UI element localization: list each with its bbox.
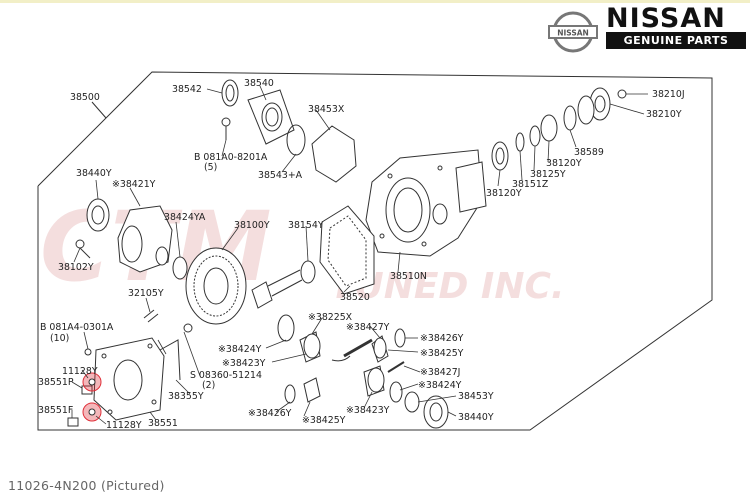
part-pinion-38100y: [251, 269, 303, 309]
label-38426y: ※38426Y: [420, 333, 464, 344]
label-38210j: 38210J: [652, 89, 685, 100]
label-38424y-c: ※38424Y: [418, 380, 462, 391]
part-bearing-38440y: [86, 198, 110, 232]
label-38154y: 38154Y: [288, 220, 324, 231]
part-seal-38542: [221, 79, 239, 107]
part-spacer-38151z: [515, 132, 525, 152]
label-38427j: ※38427J: [420, 367, 460, 378]
part-caption: 11026-4N200 (Pictured): [8, 478, 165, 493]
part-rear-cover-38551: [93, 337, 165, 421]
label-38453x: 38453X: [308, 104, 345, 115]
part-stud-32105y: [143, 309, 159, 323]
label-32105y: 32105Y: [128, 288, 164, 299]
part-bolt-08360: [183, 323, 193, 333]
part-gear-38423y-b: [363, 365, 385, 397]
label-081a4-qty: (10): [50, 333, 69, 344]
label-38453y: 38453Y: [458, 391, 494, 402]
part-shim-38424ya: [172, 256, 188, 280]
badge-text: NISSAN: [557, 29, 589, 38]
part-seal-38453y: [404, 391, 420, 413]
part-washer-38424y-c: [389, 381, 403, 403]
brand-name: NISSAN: [606, 3, 726, 34]
parts: [67, 79, 627, 429]
assembly-frame: [37, 71, 713, 431]
part-washer-38424y: [277, 314, 295, 342]
part-seal-38210j: [617, 89, 627, 99]
part-cover-38520: [319, 205, 375, 295]
label-38120y-b: 38120Y: [486, 188, 522, 199]
label-08360-qty: (2): [202, 380, 215, 391]
label-38500: 38500: [70, 92, 100, 103]
part-bolt-081a4: [84, 348, 92, 356]
part-spacer-38154y: [300, 260, 316, 284]
part-bolt-081a0: [221, 117, 231, 140]
part-bracket-38355y: [159, 339, 181, 381]
leader-lines: [71, 85, 648, 425]
label-38100y: 38100Y: [234, 220, 270, 231]
label-38551p: 38551P: [38, 377, 74, 388]
label-38426y-b: ※38426Y: [248, 408, 292, 419]
label-38425y-b: ※38425Y: [302, 415, 346, 426]
part-washer-38426y: [394, 328, 406, 348]
label-38355y: 38355Y: [168, 391, 204, 402]
label-38151z: 38151Z: [512, 179, 548, 190]
part-cover-38540: [247, 89, 295, 145]
label-38424ya: 38424YA: [164, 212, 206, 223]
label-38440y: 38440Y: [76, 168, 112, 179]
part-bearing-38120y: [540, 114, 558, 142]
label-38540: 38540: [244, 78, 274, 89]
label-38125y: 38125Y: [530, 169, 566, 180]
part-labels: 38500 38542 38540 38453X B 081A0-8201A (…: [38, 78, 685, 431]
part-gasket-38453x: [311, 125, 357, 183]
label-081a0-qty: (5): [204, 162, 217, 173]
label-38120y: 38120Y: [546, 158, 582, 169]
part-collar-38125y: [529, 125, 541, 147]
label-38423y: ※38423Y: [222, 358, 266, 369]
part-gear-38425y-b: [303, 377, 321, 403]
label-38510n: 38510N: [390, 271, 427, 282]
label-38551f: 38551F: [38, 405, 73, 416]
label-11128y-b: 11128Y: [106, 420, 142, 431]
label-38543a: 38543+A: [258, 170, 303, 181]
part-washer-38426y-b: [284, 384, 296, 404]
part-pinion-gear-38427y: [371, 335, 389, 363]
label-38551: 38551: [148, 418, 178, 429]
label-38102y: 38102Y: [58, 262, 94, 273]
nissan-badge-icon: NISSAN: [548, 11, 598, 53]
label-38423y-b: ※38423Y: [346, 405, 390, 416]
part-pin-38427j: [387, 361, 405, 373]
label-08360: S 08360-51214: [190, 370, 262, 381]
label-38520: 38520: [340, 292, 370, 303]
label-38589: 38589: [574, 147, 604, 158]
label-081a0: B 081A0-8201A: [194, 152, 268, 163]
part-seal-38589: [563, 105, 577, 131]
label-38542: 38542: [172, 84, 202, 95]
part-plug-38551f: [67, 417, 79, 427]
part-gear-38423y: [299, 331, 321, 363]
label-38424y: ※38424Y: [218, 344, 262, 355]
label-38425y: ※38425Y: [420, 348, 464, 359]
label-38210y: 38210Y: [646, 109, 682, 120]
part-ring-gear-38100y: [185, 247, 247, 325]
part-oring-38543: [286, 124, 306, 156]
part-diff-case-38421y: [117, 205, 173, 273]
label-38440y-b: 38440Y: [458, 412, 494, 423]
part-flange-38210y: [577, 87, 611, 125]
label-38427y: ※38427Y: [346, 322, 390, 333]
part-carrier-case-38510n: [365, 149, 487, 257]
top-border: [0, 0, 750, 3]
label-11128y: 11128Y: [62, 366, 98, 377]
nissan-logo: NISSAN NISSAN GENUINE PARTS: [548, 3, 748, 53]
part-shaft-38225x: [343, 338, 373, 358]
brand-tagline: GENUINE PARTS: [606, 32, 746, 49]
label-081a4: B 081A4-0301A: [40, 322, 114, 333]
label-38225x: ※38225X: [308, 312, 353, 323]
label-38421y: ※38421Y: [112, 179, 156, 190]
